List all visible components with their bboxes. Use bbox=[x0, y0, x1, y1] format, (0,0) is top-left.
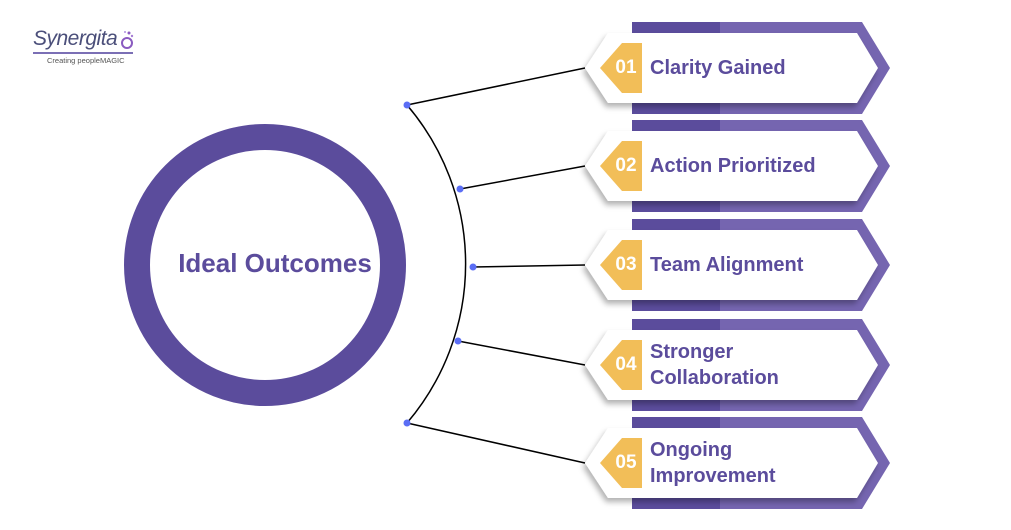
logo-wordmark: Synergita bbox=[33, 27, 118, 50]
item-card bbox=[585, 131, 878, 201]
item-number-tag bbox=[600, 141, 642, 191]
connector-arc bbox=[406, 104, 467, 424]
connector-line bbox=[459, 165, 586, 190]
connector-dot bbox=[456, 185, 464, 193]
logo-underline bbox=[33, 52, 133, 54]
connector-line bbox=[457, 340, 586, 366]
item-number-tag bbox=[600, 240, 642, 290]
connector-dot bbox=[403, 419, 411, 427]
item-label: Clarity Gained bbox=[650, 55, 786, 81]
item-number: 02 bbox=[615, 155, 637, 176]
item-label-line1: Clarity Gained bbox=[650, 57, 786, 79]
item-label-line2: Improvement bbox=[650, 465, 776, 487]
connector-line bbox=[406, 422, 586, 464]
connector-dot bbox=[469, 263, 477, 271]
logo: Synergita Creating peopleMAGIC bbox=[33, 28, 143, 65]
item-card bbox=[585, 428, 878, 498]
item-number-tag bbox=[600, 340, 642, 390]
connector-dot bbox=[454, 337, 462, 345]
item-label-line1: Team Alignment bbox=[650, 254, 804, 276]
item-card bbox=[585, 330, 878, 400]
connector-line bbox=[406, 67, 586, 106]
connector-line bbox=[472, 264, 586, 268]
item-number: 03 bbox=[615, 254, 637, 275]
item-label: Team Alignment bbox=[650, 252, 803, 278]
item-number-tag bbox=[600, 438, 642, 488]
item-label-line2: Collaboration bbox=[650, 367, 779, 389]
item-label-line1: Stronger bbox=[650, 341, 734, 363]
item-card bbox=[585, 33, 878, 103]
item-number: 01 bbox=[615, 57, 637, 78]
center-label: Ideal Outcomes bbox=[178, 248, 372, 278]
item-label-line1: Ongoing bbox=[650, 439, 733, 461]
item-label-line1: Action Prioritized bbox=[650, 155, 816, 177]
logo-tagline: Creating peopleMAGIC bbox=[47, 56, 125, 65]
item-label: Action Prioritized bbox=[650, 153, 816, 179]
logo-swirl-icon bbox=[121, 31, 134, 49]
item-number: 05 bbox=[615, 452, 637, 473]
center-ring bbox=[124, 124, 406, 406]
item-card bbox=[585, 230, 878, 300]
item-number-tag bbox=[600, 43, 642, 93]
item-number: 04 bbox=[615, 354, 637, 375]
connector-dot bbox=[403, 101, 411, 109]
